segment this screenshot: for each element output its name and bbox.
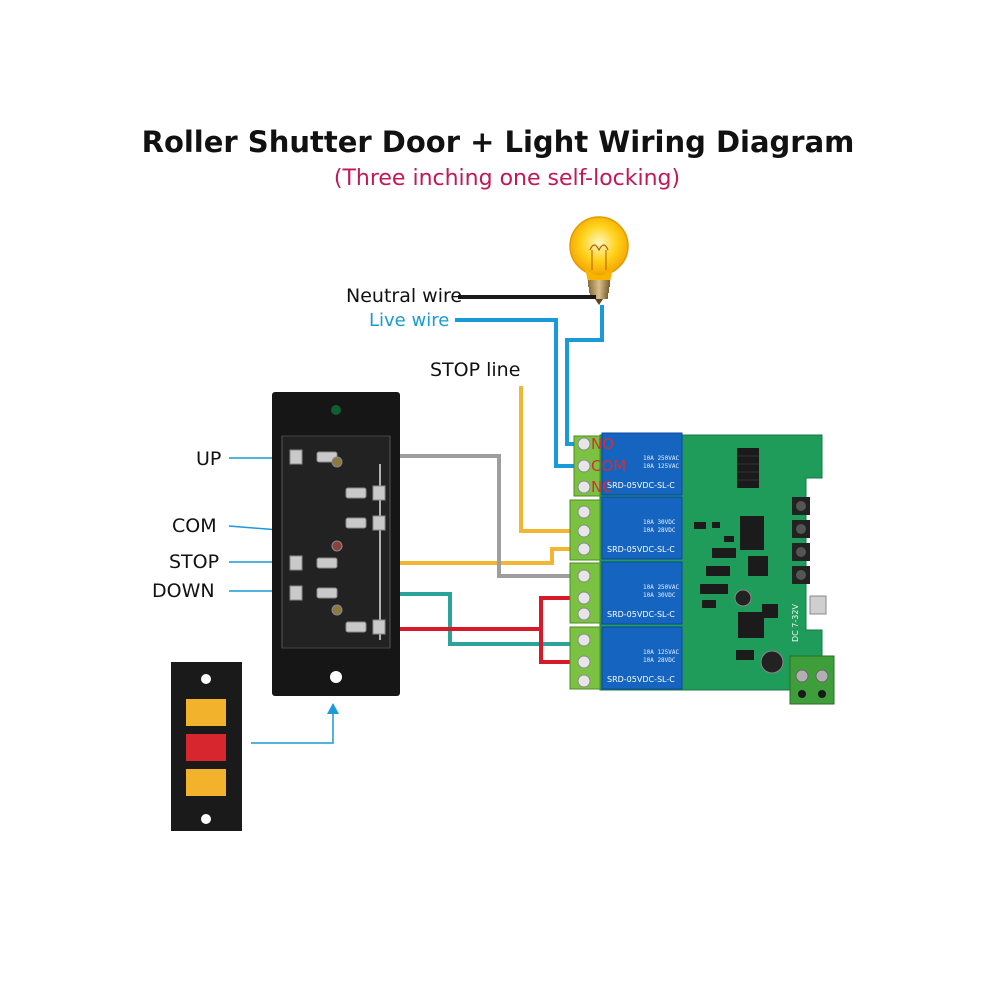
relay-terminal-blocks: [569, 435, 601, 690]
svg-text:10A 30VDC: 10A 30VDC: [643, 519, 676, 526]
stop-line-label: STOP line: [430, 359, 520, 381]
live-wire: [455, 318, 585, 468]
wall-switch-front: [171, 662, 242, 831]
svg-text:10A 125VAC: 10A 125VAC: [643, 463, 680, 470]
terminal-com-label: COM: [591, 457, 626, 475]
bulb-to-relay-wire: [565, 305, 604, 446]
com-label: COM: [172, 515, 217, 537]
svg-text:10A 30VDC: 10A 30VDC: [643, 592, 676, 599]
relay-2: SRD-05VDC-SL-C 10A 30VDC 10A 28VDC: [601, 496, 683, 560]
up-wire: [330, 454, 584, 578]
stop-wire: [330, 547, 584, 565]
relay-4: SRD-05VDC-SL-C 10A 125VAC 10A 28VDC: [601, 626, 683, 690]
stop-line-wire: [519, 386, 584, 533]
page-title: Roller Shutter Door + Light Wiring Diagr…: [142, 125, 855, 159]
wall-switch-back: [272, 392, 400, 696]
live-wire-label: Live wire: [369, 310, 449, 331]
svg-text:SRD-05VDC-SL-C: SRD-05VDC-SL-C: [607, 481, 675, 490]
view-arrow-line: [251, 712, 334, 744]
down-label: DOWN: [152, 580, 215, 602]
arrow-up-icon: [327, 703, 339, 714]
pcb-voltage-text: DC 7-32V: [791, 604, 800, 642]
light-bulb-icon: [569, 216, 629, 305]
stop-label: STOP: [169, 551, 219, 573]
relay-3: SRD-05VDC-SL-C 10A 250VAC 10A 30VDC: [601, 561, 683, 625]
svg-text:10A 28VDC: 10A 28VDC: [643, 657, 676, 664]
svg-text:SRD-05VDC-SL-C: SRD-05VDC-SL-C: [607, 610, 675, 619]
svg-text:10A 250VAC: 10A 250VAC: [643, 455, 680, 462]
up-label: UP: [196, 448, 221, 470]
relay-1: SRD-05VDC-SL-C 10A 250VAC 10A 125VAC: [601, 432, 683, 496]
page-subtitle: (Three inching one self-locking): [334, 166, 680, 191]
svg-text:SRD-05VDC-SL-C: SRD-05VDC-SL-C: [607, 545, 675, 554]
com-wire: [385, 627, 584, 664]
svg-text:10A 125VAC: 10A 125VAC: [643, 649, 680, 656]
svg-text:10A 250VAC: 10A 250VAC: [643, 584, 680, 591]
neutral-wire-label: Neutral wire: [346, 285, 462, 307]
terminal-no-label: NO: [591, 435, 614, 453]
svg-text:SRD-05VDC-SL-C: SRD-05VDC-SL-C: [607, 675, 675, 684]
pcb-buttons: [792, 497, 810, 584]
terminal-nc-label: NC: [591, 478, 613, 496]
stop-button: [186, 734, 226, 761]
svg-text:10A 28VDC: 10A 28VDC: [643, 527, 676, 534]
up-button: [186, 699, 226, 726]
down-button: [186, 769, 226, 796]
